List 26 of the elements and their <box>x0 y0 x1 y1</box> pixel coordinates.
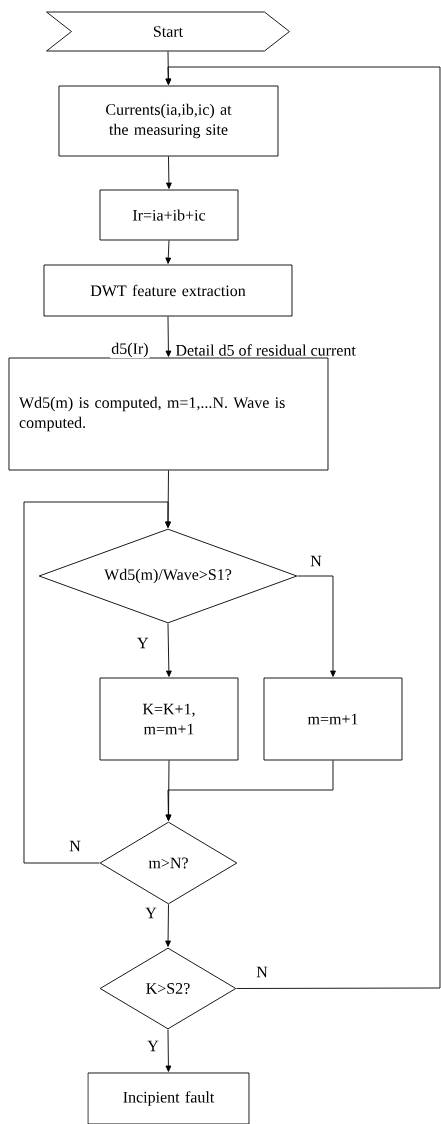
arrow <box>166 156 172 189</box>
process-box: Wd5(m) is computed, m=1,...N. Wave is computed. <box>8 357 329 471</box>
arrow <box>166 623 172 677</box>
arrow <box>23 501 171 864</box>
start-terminal: Start <box>46 11 290 52</box>
edge-label: N <box>68 839 82 853</box>
process-box: Currents(ia,ib,ic) at the measuring site <box>58 85 279 157</box>
annotation: Detail d5 of residual current <box>175 344 356 356</box>
arrow <box>297 575 336 677</box>
arrow <box>165 66 441 989</box>
arrow <box>165 904 171 947</box>
process-box: Ir=ia+ib+ic <box>99 189 239 241</box>
edge-label: Y <box>146 1039 160 1053</box>
arrow <box>165 760 334 821</box>
process-box: DWT feature extraction <box>43 264 293 317</box>
edge-label: N <box>255 965 269 979</box>
edge-label: Y <box>136 636 150 650</box>
arrow <box>165 240 172 264</box>
arrow <box>165 1029 172 1072</box>
edge-label: Y <box>144 906 158 920</box>
process-box: m=m+1 <box>263 677 403 761</box>
edge-label: N <box>309 554 323 568</box>
process-box: K=K+1, m=m+1 <box>99 677 239 761</box>
arrow <box>165 316 172 357</box>
process-box: Incipient fault <box>87 1072 250 1124</box>
edge-label: d5(Ir) <box>110 341 150 359</box>
